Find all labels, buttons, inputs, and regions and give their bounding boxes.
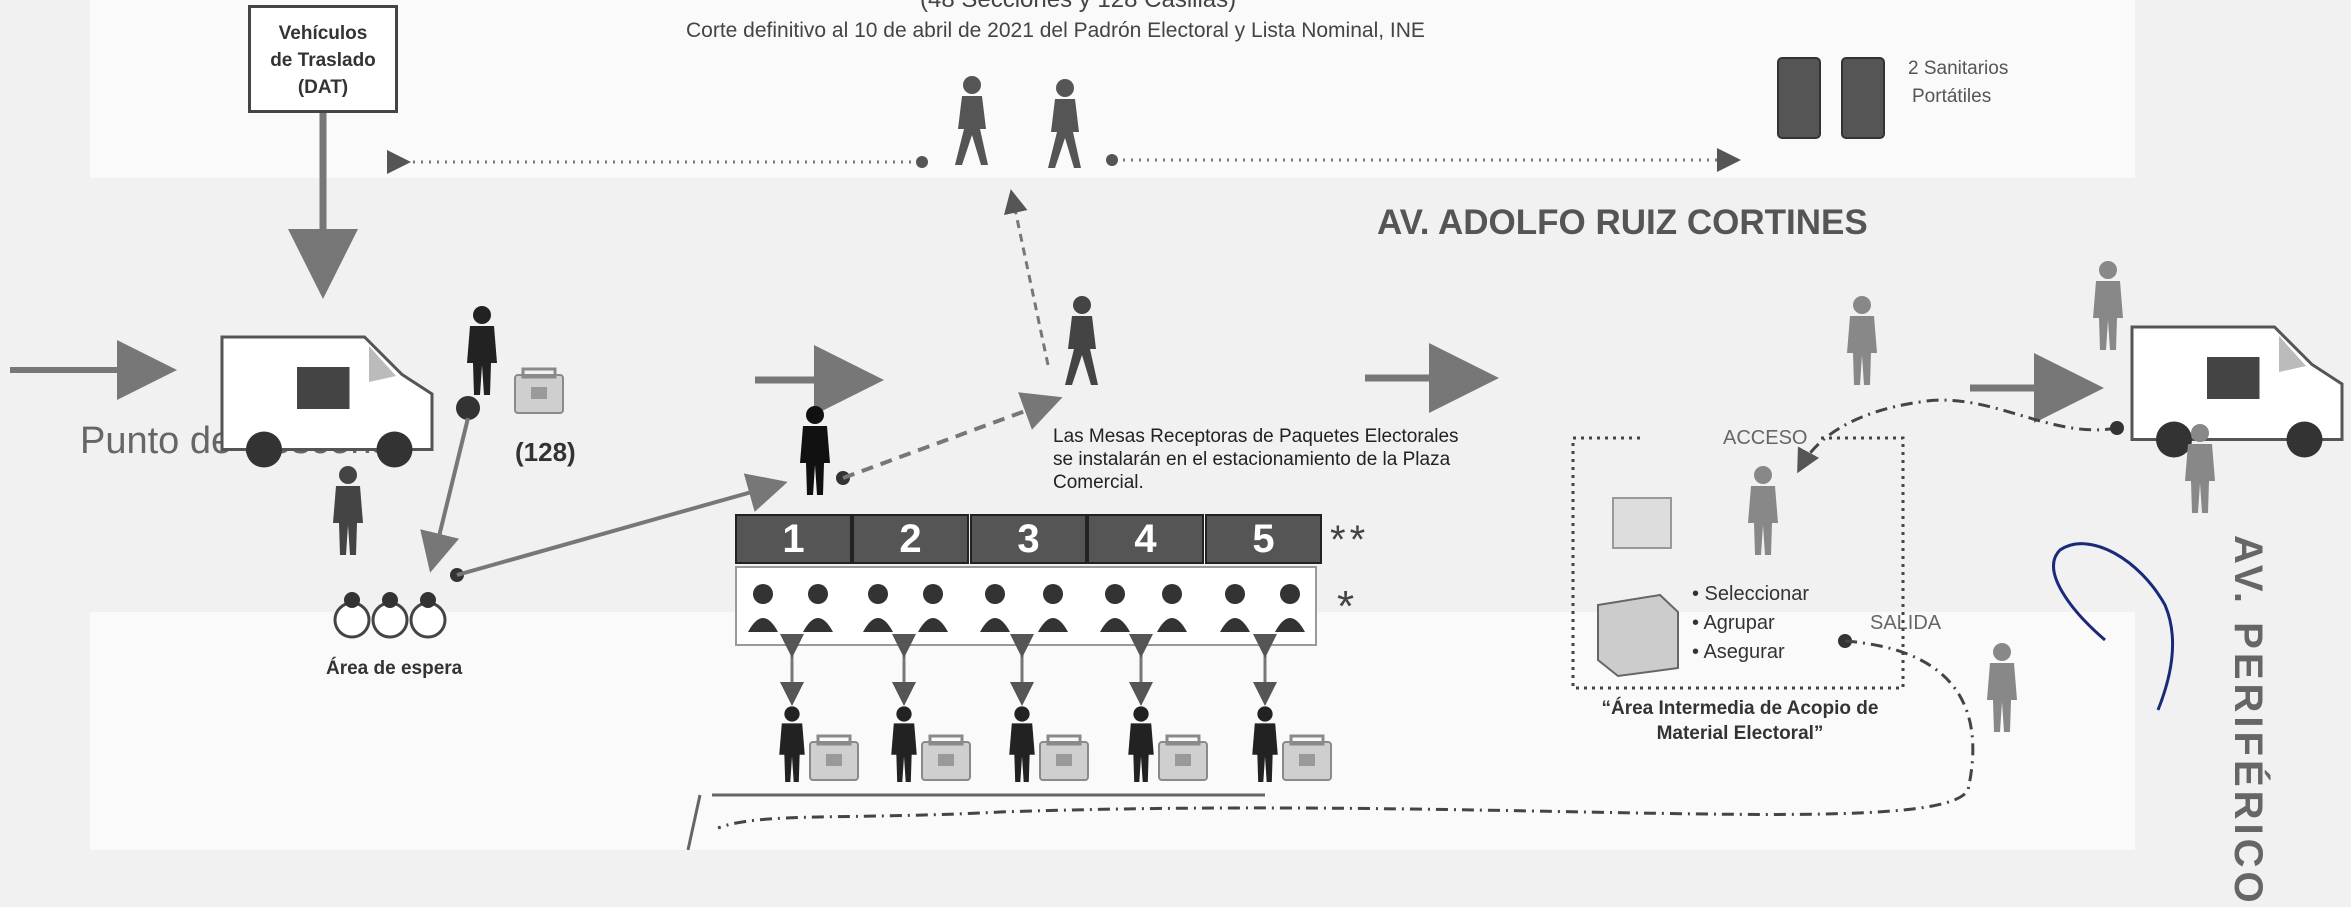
van-icon	[220, 335, 434, 469]
package-icon	[513, 367, 565, 415]
area-espera-label: Área de espera	[326, 658, 463, 679]
mesa-5: 5	[1205, 514, 1322, 564]
collection-line	[686, 793, 1265, 850]
portable-toilet-icon	[1841, 57, 1885, 139]
mesa-links	[780, 634, 1277, 706]
vehicles-box: Vehículos de Traslado (DAT)	[248, 5, 398, 113]
person-icon	[467, 306, 497, 395]
mesas-note-line1: Las Mesas Receptoras de Paquetes Elector…	[1053, 426, 1459, 447]
person-icon	[779, 706, 805, 782]
cutoff-note: Corte definitivo al 10 de abril de 2021 …	[686, 19, 1425, 42]
flow-diagram	[10, 57, 2344, 850]
sanitarios-label: 2 Sanitarios Portátiles	[1908, 55, 2008, 111]
pen-mark	[2052, 542, 2175, 711]
mesas-note: Las Mesas Receptoras de Paquetes Elector…	[1053, 425, 1459, 494]
step-agrupar: • Agrupar	[1692, 612, 1775, 634]
vehicles-line3: (DAT)	[297, 77, 349, 98]
package-icon	[920, 734, 972, 782]
street-top-label: AV. ADOLFO RUIZ CORTINES	[1377, 203, 1868, 242]
mesas-marker: **	[1330, 518, 1370, 562]
package-count: (128)	[515, 437, 576, 467]
sanitarios-line2: Portátiles	[1912, 86, 1992, 107]
salida-label: SALIDA	[1870, 612, 1942, 634]
package-icon	[808, 734, 860, 782]
people-marker: *	[1337, 582, 1355, 631]
walker-icon	[955, 76, 988, 165]
sanitarios-line1: 2 Sanitarios	[1908, 58, 2009, 79]
bottom-parking-band	[90, 612, 2135, 850]
person-icon	[1847, 296, 1877, 385]
waiting-area-icon	[333, 592, 447, 639]
vehicles-line1: Vehículos	[278, 23, 368, 44]
vehicles-line2: de Traslado	[270, 50, 376, 71]
acopio-boundary	[1571, 436, 1905, 690]
mesa-3: 3	[970, 514, 1087, 564]
acopio-caption-line1: “Área Intermedia de Acopio de	[1601, 698, 1879, 719]
acopio-steps: • Seleccionar • Agrupar • Asegurar	[1692, 580, 1809, 667]
acopio-caption-line2: Material Electoral”	[1656, 723, 1824, 744]
mesa-4: 4	[1087, 514, 1204, 564]
acopio-caption: “Área Intermedia de Acopio de Material E…	[1600, 696, 1880, 746]
shelf-icon	[1612, 497, 1672, 549]
mesa-staff-icons	[748, 584, 1305, 632]
package-icon	[1157, 734, 1209, 782]
step-seleccionar: • Seleccionar	[1692, 583, 1810, 605]
package-icon	[1038, 734, 1090, 782]
person-icon	[2093, 261, 2123, 350]
portable-toilet-icon	[1777, 57, 1821, 139]
person-icon	[1748, 466, 1778, 555]
person-icon	[1009, 706, 1035, 782]
mesa-1: 1	[735, 514, 852, 564]
walker-icon	[1048, 79, 1081, 168]
ballot-box-icon	[1597, 593, 1679, 678]
person-icon	[1987, 643, 2017, 732]
walker-icon	[1065, 296, 1098, 385]
subtitle-partial: (48 Secciones y 128 Casillas)	[920, 0, 1236, 14]
step-asegurar: • Asegurar	[1692, 641, 1785, 663]
person-icon	[800, 406, 830, 495]
person-icon	[1252, 706, 1278, 782]
mesas-note-line3: Comercial.	[1053, 472, 1144, 493]
acceso-label: ACCESO	[1723, 427, 1808, 449]
person-icon	[333, 466, 363, 555]
van-icon	[2130, 325, 2344, 459]
mesa-2: 2	[852, 514, 969, 564]
mesas-note-line2: se instalarán en el estacionamiento de l…	[1053, 449, 1451, 470]
person-icon	[891, 706, 917, 782]
person-icon	[1128, 706, 1154, 782]
package-icon	[1281, 734, 1333, 782]
